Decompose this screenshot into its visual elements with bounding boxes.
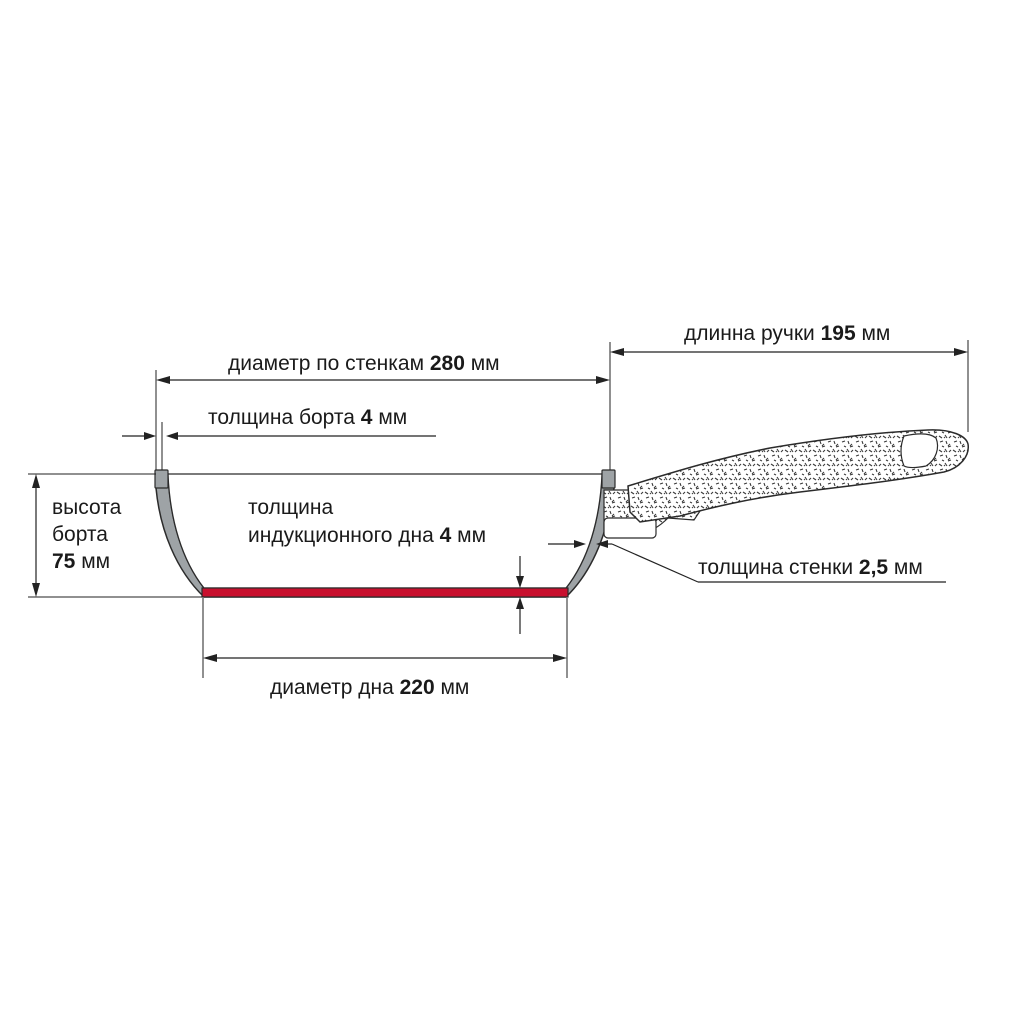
side-height-label-line2: борта (52, 523, 108, 546)
wall-diameter-label: диаметр по стенкам 280 мм (228, 352, 500, 375)
handle-length-label: длинна ручки 195 мм (684, 322, 890, 345)
handle (627, 429, 969, 523)
side-height-label-line1: высота (52, 496, 122, 519)
handle-end-cap (900, 433, 939, 469)
pan-illustration (154, 429, 969, 598)
dimension-handle-length: длинна ручки 195 мм (610, 322, 969, 432)
rim-right (601, 469, 616, 489)
wall-thickness-label: толщина стенки 2,5 мм (698, 556, 923, 579)
dimension-rim-thickness: толщина борта 4 мм (122, 406, 436, 470)
side-height-label-value: 75 мм (52, 550, 110, 573)
dimension-base-thickness: толщина индукционного дна 4 мм (248, 496, 524, 634)
dimension-base-diameter: диаметр дна 220 мм (202, 598, 568, 699)
dimension-wall-diameter: диаметр по стенкам 280 мм (155, 342, 611, 470)
dimension-wall-thickness: толщина стенки 2,5 мм (548, 540, 946, 583)
base-diameter-label: диаметр дна 220 мм (270, 676, 469, 699)
base-thickness-label-line1: толщина (248, 496, 333, 519)
induction-base (201, 587, 569, 598)
rim-thickness-label: толщина борта 4 мм (208, 406, 407, 429)
rim-left (154, 469, 169, 489)
dimension-side-height: высота борта 75 мм (28, 473, 204, 598)
bracket-rivet (603, 517, 657, 539)
base-thickness-label-line2: индукционного дна 4 мм (248, 524, 486, 547)
